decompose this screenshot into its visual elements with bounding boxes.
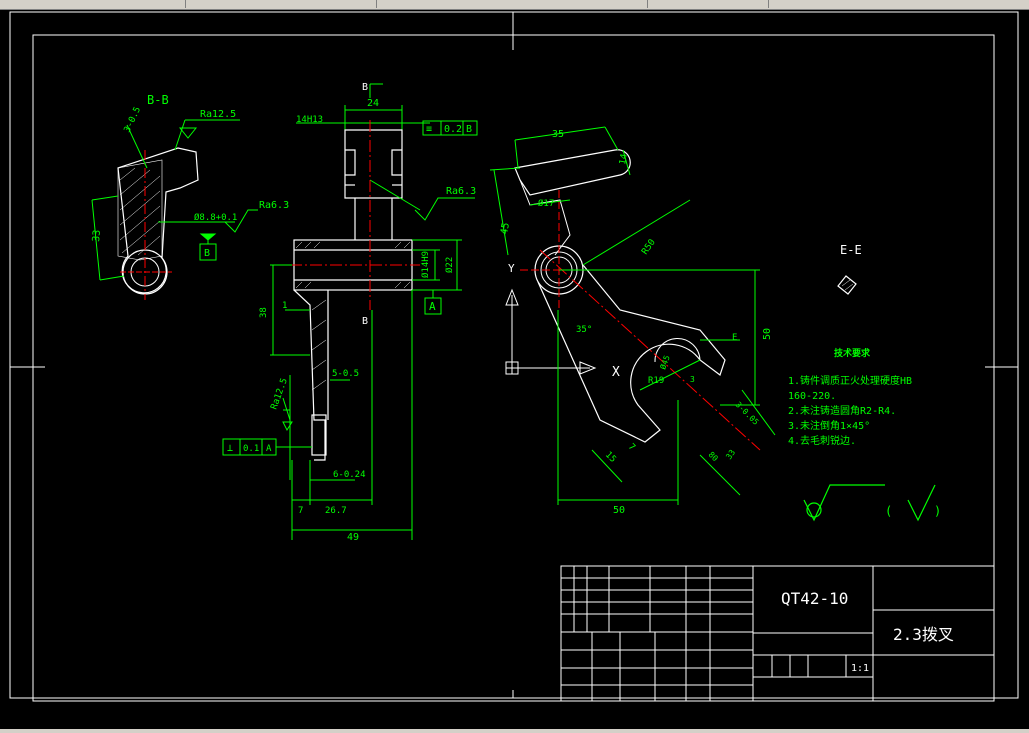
toolbar-segment: [186, 0, 377, 8]
ucs-x-label: X: [612, 365, 620, 380]
side-r-label: R50: [640, 238, 658, 257]
main-rough-label: Ra6.3: [446, 186, 476, 197]
side-dim-4: Ø45: [657, 354, 671, 371]
tech-req-line-2: 160-220.: [788, 391, 836, 402]
main-perp-sym: ⊥: [227, 443, 233, 454]
side-dim-15: 15: [603, 450, 618, 465]
side-arm-outline: [537, 264, 726, 443]
bb-rough-top: Ra12.5: [200, 109, 236, 120]
tech-req-line-5: 4.去毛刺锐边.: [788, 434, 856, 447]
main-section-label-bottom: B: [362, 316, 368, 327]
main-dims-right: [412, 239, 462, 315]
section-ee-hatching: [841, 279, 854, 291]
main-section-label-top: B: [362, 82, 368, 93]
main-rough-side: Ra12.5: [269, 377, 290, 411]
tech-requirements: 技术要求 1.铸件调质正火处理硬度HB 160-220. 2.未注铸造圆角R2-…: [788, 347, 912, 447]
side-angle-35: 35°: [576, 325, 592, 335]
centering-marks: [10, 12, 1018, 698]
main-tol-ref: B: [466, 124, 472, 135]
window-status-strip: [0, 729, 1029, 733]
toolbar-segment: [377, 0, 648, 8]
bb-rough-mid: Ra6.3: [259, 200, 289, 211]
side-dim-ang: 3-0.05: [734, 400, 761, 427]
side-dimension-lines: [489, 126, 776, 505]
main-fit-label: 14H13: [296, 115, 323, 125]
title-block-scale: 1:1: [851, 663, 869, 674]
tech-req-title: 技术要求: [834, 347, 871, 359]
title-block-part-name: 2.3拨叉: [893, 625, 954, 644]
side-dim-50-v: 50: [762, 328, 773, 340]
main-tol-sym: ≡: [426, 124, 432, 135]
cad-drawing-canvas[interactable]: B-B: [0, 10, 1029, 730]
title-block-grid: [560, 565, 995, 702]
section-ee-view: E-E: [837, 243, 862, 295]
sheet-outer-border: [9, 11, 1019, 699]
side-fork-top: [514, 149, 631, 196]
main-dim-38: 38: [259, 307, 269, 318]
main-rough-mark: [369, 179, 475, 221]
main-arm: [293, 289, 329, 461]
side-dim-17: Ø17: [538, 198, 554, 209]
bb-datum: B: [204, 248, 210, 259]
side-centerline-main: [539, 249, 761, 451]
title-block-material: QT42-10: [781, 589, 848, 608]
side-dim-33: 33: [724, 448, 737, 461]
toolbar-segment: [0, 0, 186, 8]
toolbar-segment: [648, 0, 769, 8]
side-neck: [519, 179, 571, 256]
side-dim-80: 80: [707, 450, 720, 463]
side-dim-35: 35: [552, 129, 564, 140]
main-dim-7: 7: [298, 506, 303, 516]
side-dim-14: 14: [618, 153, 630, 165]
main-dim-24: 24: [367, 98, 379, 109]
section-ee-title: E-E: [840, 243, 862, 257]
main-dim-49: 49: [347, 532, 359, 543]
bb-hatch-border: [117, 159, 163, 261]
roughness-paren-open: (: [885, 504, 892, 518]
bb-dim-hole: Ø8.8+0.1: [194, 212, 237, 223]
bb-dimension-lines: [91, 119, 258, 281]
main-dim-1: 1: [282, 301, 287, 311]
side-dim-7: 7: [626, 442, 637, 453]
roughness-paren-close: ): [934, 504, 941, 518]
bb-dim-33: 33: [91, 229, 103, 242]
side-r19: R19: [648, 376, 664, 386]
bb-body-outline: [117, 147, 199, 294]
main-tol-val: 0.2: [444, 124, 462, 135]
section-bb-title: B-B: [147, 93, 169, 107]
main-arm-hatching: [311, 299, 327, 391]
main-section-mark-top: [369, 83, 383, 98]
main-dim-267: 26.7: [325, 506, 347, 516]
side-dim-45: 45: [499, 222, 512, 236]
side-dim-3: 3: [690, 375, 695, 384]
tech-req-line-1: 1.铸件调质正火处理硬度HB: [788, 374, 912, 387]
main-perp-val: 0.1: [243, 444, 259, 454]
main-perp-ref: A: [266, 444, 272, 454]
main-front-view: B 24 14H13 ≡ 0.2 B: [222, 82, 478, 543]
main-hub-hatching: [295, 241, 411, 289]
section-bb-view: B-B: [91, 93, 289, 300]
main-fork-head: [344, 129, 403, 240]
side-arm-slot: [654, 338, 701, 363]
main-dim-5: 5-0.5: [332, 369, 359, 379]
bb-hatching: [119, 167, 161, 256]
main-datum-a: A: [429, 300, 436, 313]
section-ee-shape: [837, 275, 857, 295]
tech-req-line-4: 3.未注倒角1×45°: [788, 419, 870, 432]
ucs-y-label: Y: [508, 262, 515, 275]
side-e-mark: E: [732, 333, 737, 343]
bb-dim-width: 3-0.5: [123, 105, 144, 134]
window-toolbar-strip: [0, 0, 1029, 10]
main-dim-6: 6-0.24: [333, 470, 366, 480]
side-dim-50-h: 50: [613, 505, 625, 516]
tech-req-line-3: 2.未注铸造圆角R2-R4.: [788, 404, 896, 417]
main-dims-left: [222, 264, 413, 540]
main-dim-22: Ø22: [444, 257, 455, 273]
main-tolerance-frame: [422, 120, 478, 136]
side-view: 35 14 45 Ø17 R50 50 35° Ø45 R19 E 50 15 …: [489, 126, 776, 516]
roughness-legend: [803, 484, 936, 522]
main-dim-hole-fit: Ø14H9: [420, 251, 431, 278]
